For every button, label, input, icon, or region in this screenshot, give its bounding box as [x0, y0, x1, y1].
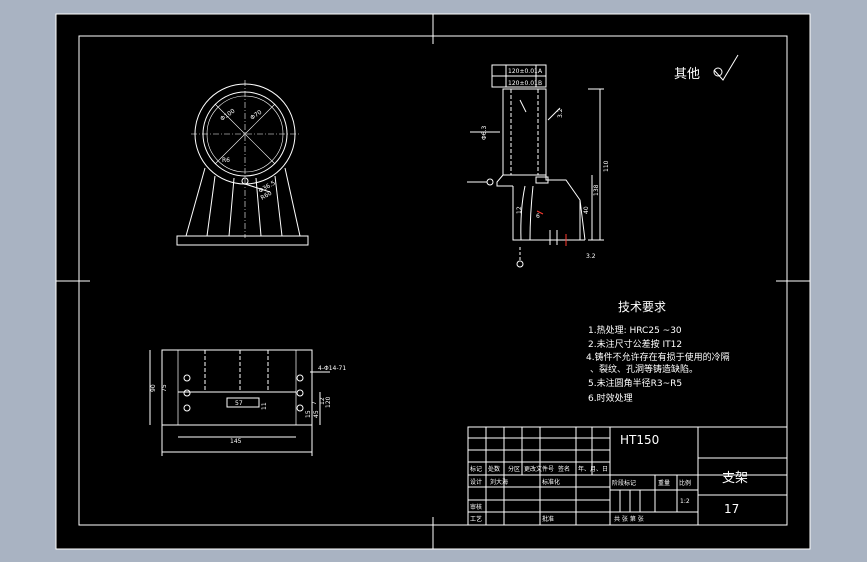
tb-standard-label: 标准化 [542, 478, 560, 486]
side-view-red-mark-2 [536, 210, 544, 215]
tb-designer: 刘大海 [490, 478, 508, 486]
requirement-item: 、裂纹、孔洞等铸造缺陷。 [590, 363, 698, 375]
centering-marks [56, 14, 810, 549]
tol-flag-b: B [538, 80, 542, 87]
dim-side-4: 110 [603, 160, 610, 172]
dim-top-4: 11 [261, 402, 268, 410]
dim-side-1: 120±0.01 [508, 80, 538, 87]
tb-row-label: 签名 [558, 465, 570, 473]
tb-scale-label: 比例 [679, 479, 691, 487]
tb-process-label: 工艺 [470, 515, 482, 523]
tb-sheet-info: 共 张 第 张 [614, 515, 644, 523]
roughness-symbol-icon [713, 54, 739, 81]
dim-side-3: 3.2 [557, 108, 564, 118]
requirements-title: 技术要求 [618, 300, 666, 314]
tb-scale-value: 1:2 [680, 498, 690, 505]
drawing-sheet [56, 14, 810, 549]
tol-flag-a: A [538, 68, 543, 75]
requirement-item: 2.未注尺寸公差按 IT12 [588, 338, 682, 350]
requirement-item: 4.铸件不允许存在有损于使用的冷隔 [586, 351, 730, 363]
dim-side-9: 3.2 [586, 253, 596, 260]
dim-top-3: 57 [235, 400, 243, 407]
tb-stage-label: 阶段标记 [612, 479, 636, 487]
top-view [149, 349, 330, 456]
dim-top-1: 90 [150, 384, 157, 392]
dim-side-7: 12 [516, 206, 523, 214]
tb-approve-label: 批准 [542, 515, 554, 523]
dim-side-2: Φ6.3 [481, 126, 488, 140]
requirement-item: 5.未注圆角半径R3~R5 [588, 377, 682, 389]
tb-row-label: 更改文件号 [524, 465, 554, 473]
tb-design-label: 设计 [470, 478, 482, 486]
dim-side-6: 40 [583, 206, 590, 214]
requirement-item: 1.热处理: HRC25 ~30 [588, 324, 682, 336]
dim-top-10: 145 [230, 438, 242, 445]
dim-front-2: R6 [222, 157, 230, 164]
part-number: 17 [724, 502, 739, 516]
title-block [467, 426, 788, 526]
requirement-item: 6.时效处理 [588, 392, 633, 404]
side-view-dimensions: 120±0.01 120±0.01 A B Φ6.3 3.2 110 138 4… [481, 68, 610, 260]
tb-row-label: 处数 [488, 465, 500, 473]
part-name: 支架 [722, 471, 748, 486]
tb-weight-label: 重量 [658, 479, 670, 487]
tb-row-label: 年、月、日 [578, 465, 608, 473]
surface-note-label: 其他 [674, 67, 700, 82]
top-view-dimensions: 4-Φ14-71 90 75 57 11 7 12 15 45 120 145 [150, 365, 346, 445]
dim-top-8: 45 [313, 410, 320, 418]
tb-review-label: 审核 [470, 503, 482, 511]
front-view [176, 80, 309, 246]
tb-row-label: 分区 [508, 465, 520, 473]
dim-side-5: 138 [593, 184, 600, 196]
dim-top-7: 15 [305, 410, 312, 418]
dim-top-2: 75 [161, 384, 168, 392]
side-view [467, 64, 604, 268]
dim-top-6: 12 [319, 397, 326, 405]
title-block-text: HT150 支架 17 标记 处数 分区 更改文件号 签名 年、月、日 设计 刘… [470, 433, 748, 523]
dim-top-5: 7 [311, 401, 318, 405]
dim-top-9: 120 [325, 396, 332, 408]
tb-row-label: 标记 [470, 465, 482, 473]
dim-side-8: 6 [536, 213, 540, 220]
dim-top-0: 4-Φ14-71 [318, 365, 346, 372]
material-label: HT150 [620, 433, 659, 447]
dim-side-0: 120±0.01 [508, 68, 538, 75]
